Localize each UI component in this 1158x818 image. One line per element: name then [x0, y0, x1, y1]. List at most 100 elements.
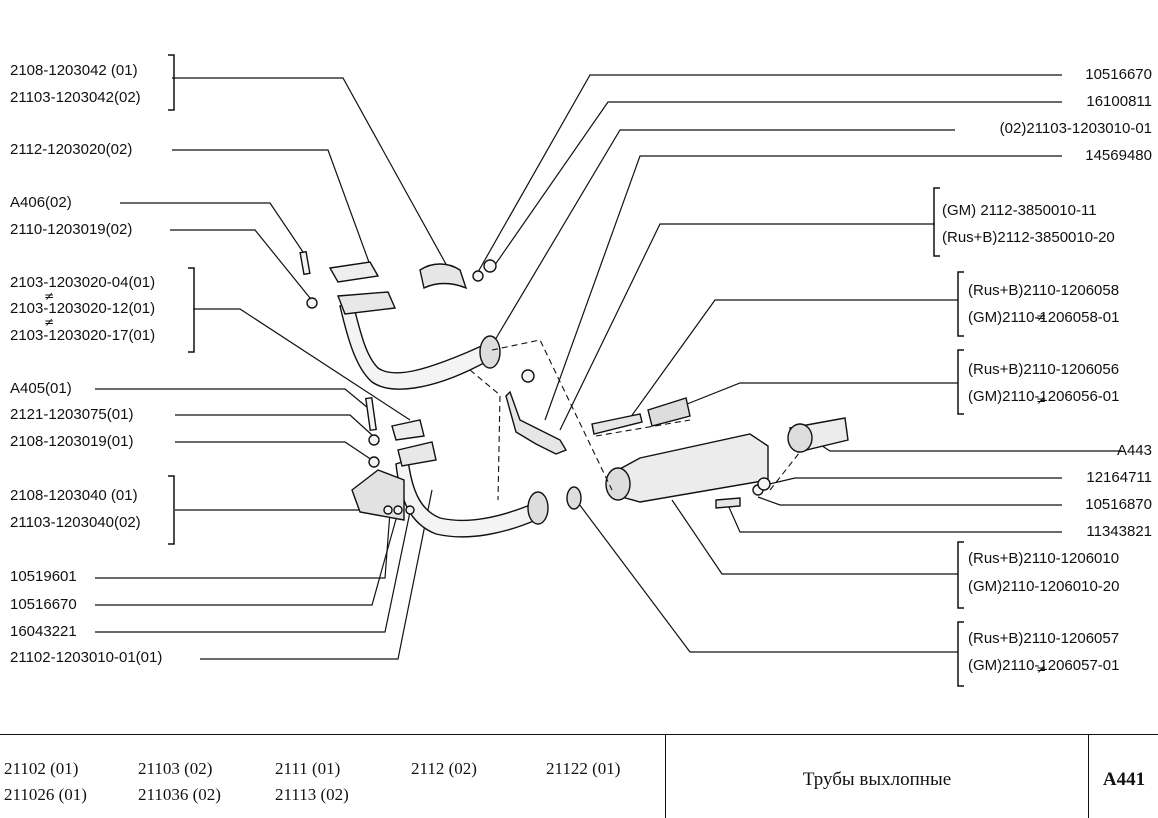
label-l17: 21102-1203010-01(01) — [10, 649, 163, 666]
bolt-long — [591, 413, 643, 435]
upper-gasket — [328, 261, 380, 283]
label-r10: (GM)2110-1206056-01 — [968, 388, 1120, 405]
label-l8: 2103-1203020-17(01) — [10, 327, 156, 344]
bracket-r7 — [957, 271, 964, 337]
neq-2: ≠ — [44, 315, 54, 329]
leader-r1 — [477, 74, 1062, 273]
upper-manifold-flange — [337, 291, 397, 315]
leader-r9 — [671, 382, 958, 411]
neq-3: ≠ — [1036, 310, 1046, 324]
label-l10: 2121-1203075(01) — [10, 406, 134, 423]
label-r4: 14569480 — [1085, 147, 1152, 164]
title-block: 21102 (01) 21103 (02) 2111 (01) 2112 (02… — [0, 734, 1158, 818]
label-l7: 2103-1203020-12(01) — [10, 300, 156, 317]
exhaust-parts-diagram: ≠ ≠ ≠ ≠ ≠ — [44, 54, 1122, 687]
label-l9: А405(01) — [10, 380, 72, 397]
leader-r2 — [489, 101, 1062, 273]
leader-l15 — [95, 511, 399, 606]
leader-r14 — [727, 504, 1062, 533]
converter-inlet-flange — [605, 467, 631, 501]
tailpipe-flange — [787, 423, 813, 453]
bracket-l1 — [168, 54, 175, 111]
lower-pipe-flange — [527, 491, 549, 525]
label-r11: А443 — [1116, 442, 1152, 459]
model-211026: 211026 (01) — [4, 785, 87, 804]
leader-r5 — [559, 223, 935, 431]
nut-converter — [757, 477, 771, 491]
leader-l16 — [95, 511, 411, 633]
label-r12: 12164711 — [1086, 469, 1152, 486]
label-r2: 16100811 — [1086, 93, 1152, 110]
leader-l6 — [193, 308, 411, 421]
bolt-bracket-1 — [383, 505, 393, 515]
leader-r15 — [671, 499, 958, 575]
dash-2 — [469, 369, 501, 501]
title-block-divider-2 — [1088, 735, 1089, 818]
label-r3: (02)21103-1203010-01 — [999, 120, 1152, 137]
neq-4: ≠ — [1036, 393, 1046, 407]
label-r18: (GM)2110-1206057-01 — [968, 657, 1120, 674]
nut-left-upper — [306, 297, 318, 309]
label-l4: А406(02) — [10, 194, 72, 211]
dash-4 — [769, 451, 801, 491]
label-r9: (Rus+B)2110-1206056 — [968, 361, 1120, 378]
bracket-r15 — [957, 541, 964, 609]
label-l1: 2108-1203042 (01) — [10, 62, 138, 79]
leader-l3 — [172, 149, 371, 266]
leader-l14 — [95, 511, 391, 579]
label-r5: (GM) 2112-3850010-11 — [942, 202, 1097, 219]
lower-downpipe — [395, 459, 537, 538]
page-code: А441 — [1102, 769, 1146, 790]
leader-l10 — [175, 414, 373, 436]
label-r17: (Rus+B)2110-1206057 — [968, 630, 1120, 647]
catalytic-converter — [617, 433, 769, 503]
label-l15: 10516670 — [10, 596, 77, 613]
leader-l4 — [120, 202, 306, 256]
leader-l17 — [200, 489, 433, 660]
leader-l1 — [172, 77, 453, 276]
label-r8: (GM)2110-1206058-01 — [968, 309, 1120, 326]
nut-upper-1 — [472, 270, 484, 282]
leader-r11 — [809, 437, 1122, 452]
bracket-r17 — [957, 621, 964, 687]
label-l2: 21103-1203042(02) — [10, 89, 141, 106]
leader-r17 — [575, 499, 958, 653]
bolt-bracket-2 — [393, 505, 403, 515]
dash-1 — [491, 339, 613, 491]
leader-r7 — [624, 299, 958, 426]
leader-r13 — [757, 496, 1062, 506]
bracket-r9 — [957, 349, 964, 415]
title-block-divider-1 — [665, 735, 666, 818]
upper-downpipe — [339, 298, 491, 390]
label-l11: 2108-1203019(01) — [10, 433, 134, 450]
lower-gasket — [391, 419, 425, 441]
label-l5: 2110-1203019(02) — [10, 221, 133, 238]
stud-upper — [299, 250, 311, 276]
label-r14: 11343821 — [1086, 523, 1152, 540]
label-r13: 10516870 — [1085, 496, 1152, 513]
dash-3 — [595, 419, 691, 437]
label-l6: 2103-1203020-04(01) — [10, 274, 156, 291]
label-r15: (Rus+B)2110-1206010 — [968, 550, 1120, 567]
leader-lines — [95, 74, 1122, 660]
bolt-converter — [715, 497, 741, 509]
lower-manifold-flange — [397, 441, 437, 467]
label-r1: 10516670 — [1085, 66, 1152, 83]
sensor-clip — [521, 369, 535, 383]
model-21102: 21102 (01) — [4, 759, 79, 778]
stud-lower — [365, 396, 377, 432]
label-r6: (Rus+B)2112-3850010-20 — [942, 229, 1115, 246]
leader-r3 — [494, 129, 955, 341]
exhaust-parts — [299, 250, 849, 538]
label-l12: 2108-1203040 (01) — [10, 487, 138, 504]
label-l16: 16043221 — [10, 623, 77, 640]
bracket-l12 — [168, 475, 175, 545]
model-21113: 21113 (02) — [275, 785, 349, 804]
neq-5: ≠ — [1036, 662, 1046, 676]
heat-shield-clamp — [419, 263, 468, 290]
label-l13: 21103-1203040(02) — [10, 514, 141, 531]
leader-r4 — [544, 155, 1062, 421]
not-equal-marks: ≠ ≠ ≠ ≠ ≠ — [44, 289, 1046, 676]
neq-1: ≠ — [44, 289, 54, 303]
bracket-r5 — [933, 187, 940, 257]
